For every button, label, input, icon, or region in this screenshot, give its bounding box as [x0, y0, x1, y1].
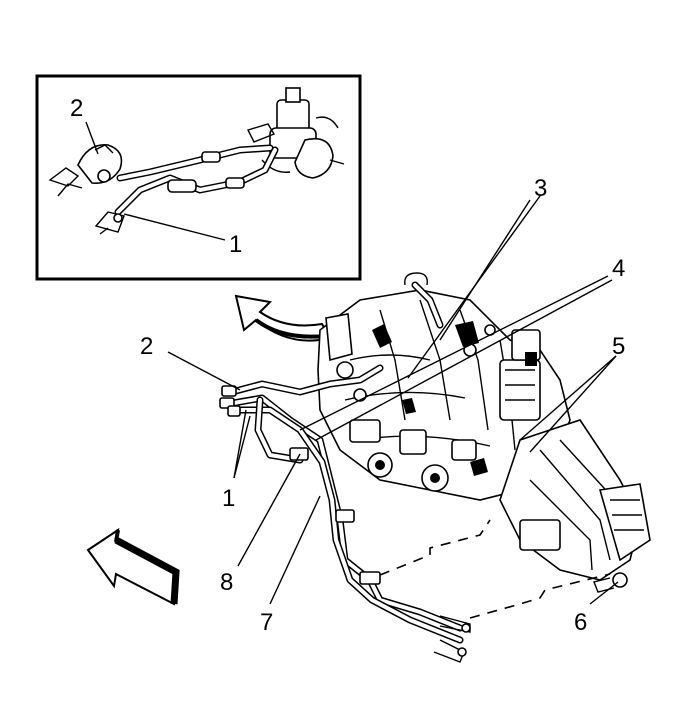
callout-7: 7 — [260, 609, 273, 636]
pipe-clip — [335, 509, 355, 523]
callout-3: 3 — [534, 175, 547, 202]
line-end-fittings — [219, 385, 241, 417]
front-direction-arrow — [86, 527, 180, 606]
leader-lines — [167, 195, 619, 605]
detail-reference-arrow — [234, 294, 332, 342]
cooler-lines — [219, 364, 471, 663]
inset-callout-2: 2 — [70, 95, 83, 122]
pipe-clip — [289, 447, 309, 461]
callout-5: 5 — [612, 333, 625, 360]
pipe-clip — [359, 571, 381, 585]
callout-2: 2 — [140, 333, 153, 360]
callout-6: 6 — [574, 609, 587, 636]
inset-pump-assembly — [247, 87, 345, 179]
inset-detail-view: 2 1 — [35, 74, 362, 281]
inset-line-fitting — [94, 211, 125, 235]
extension-housing — [499, 419, 651, 593]
callout-8: 8 — [220, 569, 233, 596]
inset-hose-connector — [48, 144, 123, 197]
dashed-connection-lines — [379, 519, 611, 619]
callout-4: 4 — [612, 255, 625, 282]
callout-1: 1 — [222, 485, 235, 512]
inset-callout-1: 1 — [229, 231, 242, 258]
